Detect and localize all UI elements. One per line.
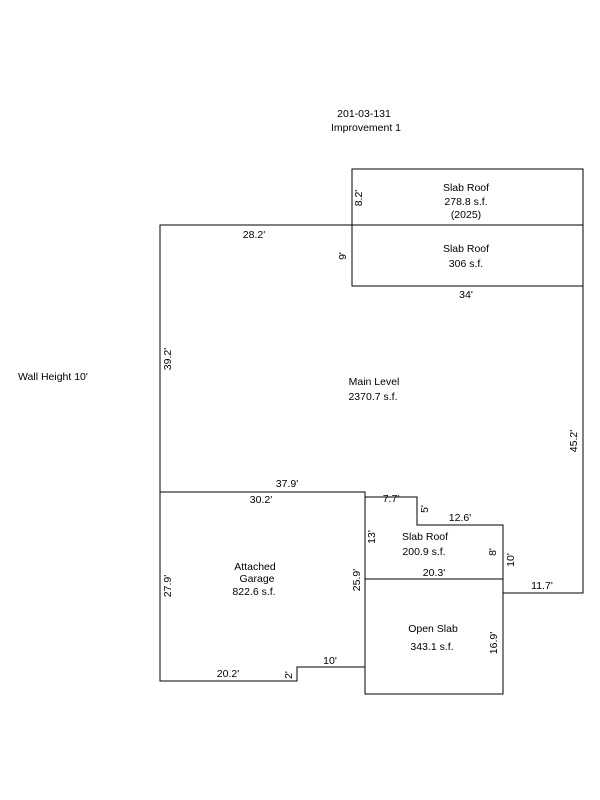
dim-open-slab-right: 16.9': [488, 632, 500, 654]
slab-roof-small-name: Slab Roof: [402, 531, 448, 543]
slab-roof-mid-outline: [351, 224, 584, 287]
dim-right-step: 10': [505, 553, 517, 567]
dim-step-top: 7.7': [383, 493, 400, 505]
garage-name-line2: Garage: [239, 573, 274, 585]
parcel-id: 201-03-131: [337, 108, 391, 120]
slab-roof-mid-area: 306 s.f.: [449, 258, 483, 270]
dim-garage-bottom: 20.2': [217, 668, 239, 680]
dim-small-top: 12.6': [449, 512, 471, 524]
dim-small-right: 8': [487, 548, 499, 556]
dim-step-drop: 5': [419, 505, 431, 513]
dim-small-bottom: 20.3': [423, 567, 445, 579]
slab-roof-top-year: (2025): [451, 209, 481, 221]
main-level-name: Main Level: [349, 376, 400, 388]
garage-outline: [159, 492, 366, 682]
dim-main-left: 39.2': [162, 348, 174, 370]
dim-mid-slab-side: 9': [337, 252, 349, 260]
open-slab-outline: [364, 579, 504, 695]
open-slab-area: 343.1 s.f.: [410, 641, 453, 653]
slab-roof-small-area: 200.9 s.f.: [402, 546, 445, 558]
dim-notch-height: 2': [283, 671, 295, 679]
dim-small-left: 13': [366, 530, 378, 544]
dim-right-bottom: 11.7': [531, 580, 553, 592]
slab-roof-mid-name: Slab Roof: [443, 243, 489, 255]
dim-garage-right: 25.9': [351, 569, 363, 591]
slab-roof-top-name: Slab Roof: [443, 182, 489, 194]
dim-garage-top-inner: 30.2': [250, 494, 272, 506]
slab-roof-top-area: 278.8 s.f.: [444, 196, 487, 208]
dim-main-top: 28.2': [243, 229, 265, 241]
main-level-outline: [159, 224, 584, 594]
garage-name-line1: Attached: [234, 561, 276, 573]
dim-garage-left: 27.9': [162, 575, 174, 597]
dim-mid-slab-bottom: 34': [459, 289, 473, 301]
dim-main-right: 45.2': [568, 430, 580, 452]
wall-height-note: Wall Height 10': [18, 371, 88, 383]
dim-top-slab-side: 8.2': [353, 190, 365, 207]
main-level-area: 2370.7 s.f.: [348, 391, 397, 403]
improvement-label: Improvement 1: [331, 122, 401, 134]
dim-notch-width: 10': [323, 655, 337, 667]
garage-area: 822.6 s.f.: [232, 586, 275, 598]
open-slab-name: Open Slab: [408, 623, 458, 635]
dim-garage-top-outer: 37.9': [276, 478, 298, 490]
